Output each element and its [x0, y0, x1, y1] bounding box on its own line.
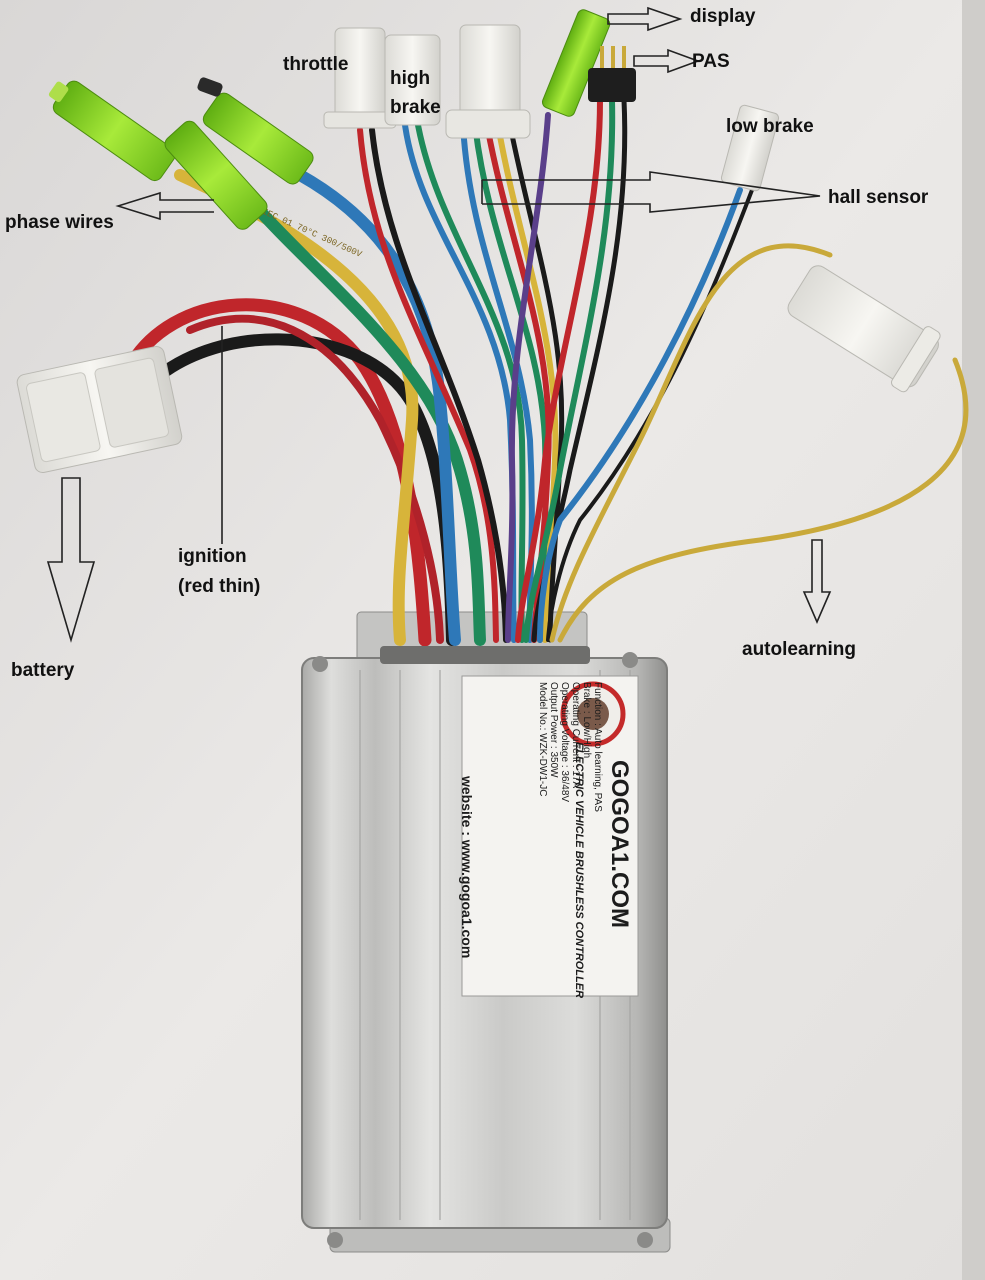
pas-green-wire [523, 97, 616, 643]
wire-bundle [121, 97, 969, 647]
sticker-subtitle: ELECTRIC VEHICLE BRUSHLESS CONTROLLER [573, 742, 585, 998]
connectors [16, 9, 941, 474]
phase-green-connector-1 [48, 80, 176, 182]
ignition-red-wire [186, 314, 444, 644]
autolearning-yellow-wire-a [549, 243, 833, 643]
hall-yellow-wire [495, 122, 559, 643]
sticker-spec-line: Operating Voltage : 36/48V [559, 682, 570, 802]
label-pas: PAS [692, 51, 730, 72]
low-brake-black-wire [546, 188, 754, 642]
throttle-connector [323, 27, 397, 129]
label-ignition-1: ignition [178, 546, 247, 567]
hall-sensor-arrow [482, 171, 821, 213]
sticker-spec-line: Function : Auto learning, PAS [592, 682, 603, 812]
high-brake-connector [384, 34, 441, 126]
display-arrow [607, 6, 683, 32]
phase-green-connector-3 [202, 92, 314, 185]
battery-arrow [46, 477, 96, 643]
label-hall-sensor: hall sensor [828, 187, 929, 208]
sticker-brand: GOGOA1.COM [606, 760, 633, 928]
sticker-website: website : www.gogoa1.com [459, 775, 475, 958]
low-brake-blue-wire [537, 187, 743, 643]
controller-sticker: GOGOA1.COM ELECTRIC VEHICLE BRUSHLESS CO… [459, 675, 639, 998]
autolearning-arrow [802, 539, 832, 625]
pas-arrow [633, 48, 701, 74]
label-low-brake: low brake [726, 116, 814, 137]
phase-black-stub [197, 77, 223, 97]
label-battery: battery [11, 660, 75, 681]
phase-wires-arrow [115, 191, 214, 221]
battery-connector [16, 346, 183, 474]
label-display: display [690, 6, 756, 27]
high-brake-green-wire [415, 122, 526, 643]
sticker-spec-line: Brake : Low/High [581, 682, 592, 758]
hall-black-wire [507, 122, 565, 643]
autolearning-connector [787, 265, 941, 393]
label-high-brake-1: high [390, 68, 431, 89]
phase-blue-wire [294, 169, 461, 646]
pas-red-wire [515, 97, 603, 643]
label-ignition-2: (red thin) [178, 576, 261, 597]
autolearning-yellow-wire-b [557, 357, 969, 643]
throttle-black-wire [369, 127, 509, 643]
high-brake-blue-wire [402, 122, 517, 643]
label-high-brake-2: brake [390, 97, 441, 118]
hall-blue-wire [460, 122, 535, 643]
pas-connector [588, 46, 636, 102]
label-autolearning: autolearning [742, 639, 857, 660]
label-phase-wires: phase wires [5, 212, 114, 233]
throttle-red-wire [357, 127, 499, 643]
label-throttle: throttle [283, 54, 349, 75]
wall-edge [962, 0, 985, 1280]
sticker-spec-line: Model No.: WZK-DW1-JC [537, 682, 548, 796]
phase-green-connector-2 [164, 120, 268, 230]
phase-green-wire [244, 194, 486, 646]
sticker-spec-line: Operating Current : 17A [570, 682, 581, 788]
low-brake-connector [720, 104, 780, 192]
sticker-spec-line: Output Power : 350W [548, 682, 559, 778]
display-purple-wire [505, 112, 551, 643]
annotation-arrows [46, 6, 832, 643]
hall-sensor-connector [445, 24, 531, 139]
